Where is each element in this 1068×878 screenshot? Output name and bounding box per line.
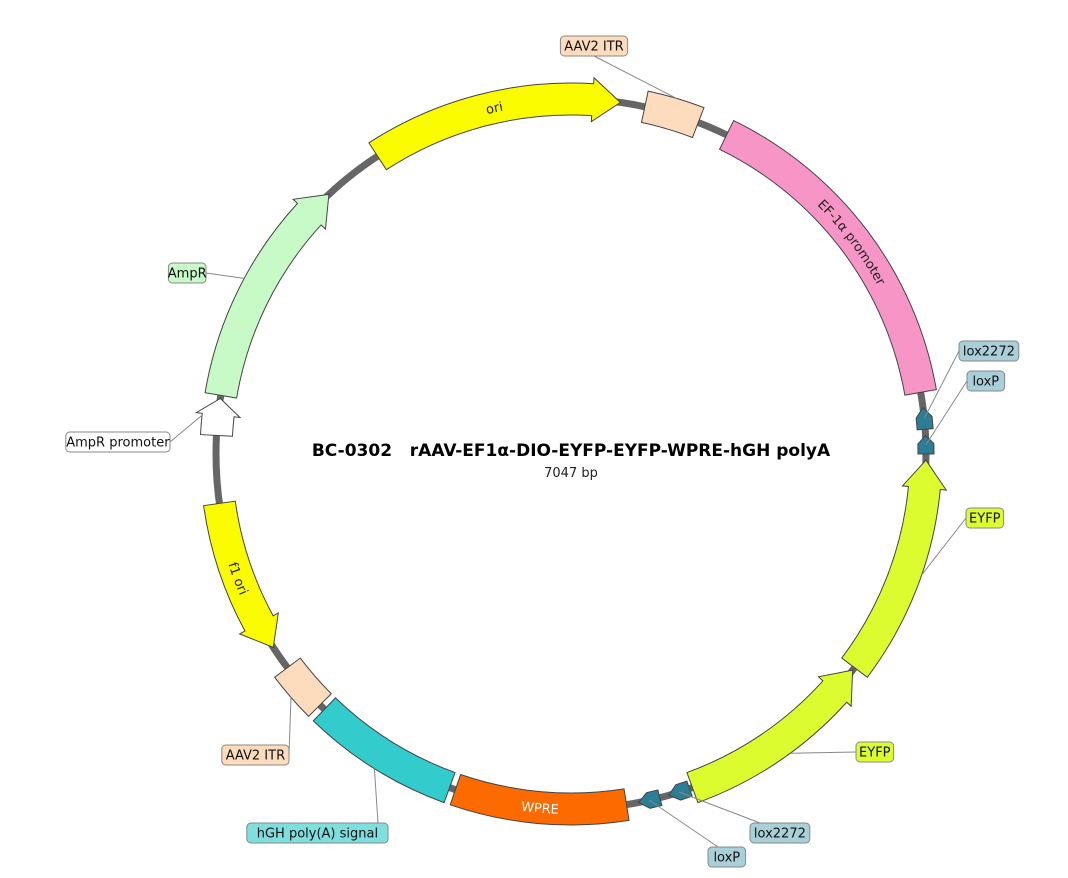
feature-ampr[interactable] xyxy=(204,193,330,399)
label-text-hgh-polya: hGH poly(A) signal xyxy=(257,827,378,842)
label-box-eyfp-right[interactable] xyxy=(965,507,1005,529)
feature-label-aav2-itr-bottom[interactable]: AAV2 ITR xyxy=(221,744,290,766)
feature-label-ampr[interactable]: AmpR xyxy=(167,262,207,284)
label-box-lox2272-right[interactable] xyxy=(958,340,1020,362)
feature-shape-aav2-itr-bottom[interactable] xyxy=(274,657,332,718)
leader-line-ampr-promoter xyxy=(169,414,203,443)
feature-shape-ampr-promoter[interactable] xyxy=(194,397,242,437)
plasmid-title: BC-0302 rAAV-EF1α-DIO-EYFP-EYFP-WPRE-hGH… xyxy=(312,441,831,461)
label-text-lox2272-bottom: lox2272 xyxy=(754,827,806,842)
feature-shape-eyfp-lower[interactable] xyxy=(686,669,854,804)
feature-shape-ef1a-promoter[interactable] xyxy=(718,119,937,396)
label-text-loxp-bottom: loxP xyxy=(713,851,740,866)
label-text-ampr-promoter: AmpR promoter xyxy=(66,436,170,451)
label-box-loxp-right[interactable] xyxy=(966,370,1006,392)
leader-line-aav2-itr-top xyxy=(593,55,677,99)
label-text-eyfp-lower: EYFP xyxy=(859,746,891,761)
feature-shape-lox2272-right[interactable] xyxy=(915,406,934,431)
feature-label-loxp-right[interactable]: loxP xyxy=(966,370,1006,392)
feature-lox2272-bottom[interactable] xyxy=(668,780,693,801)
feature-shape-ori[interactable] xyxy=(368,76,622,171)
feature-shape-hgh-polya[interactable] xyxy=(312,697,456,804)
feature-eyfp-right[interactable] xyxy=(841,459,948,678)
feature-aav2-itr-bottom[interactable] xyxy=(274,657,332,718)
labels-layer: AAV2 ITR lox2272 loxP EYFP EYFP lox2272 loxP hG… xyxy=(65,35,1020,868)
label-box-hgh-polya[interactable] xyxy=(246,822,389,844)
label-box-ampr-promoter[interactable] xyxy=(65,431,171,453)
label-text-aav2-itr-top: AAV2 ITR xyxy=(564,40,623,55)
label-box-loxp-bottom[interactable] xyxy=(707,846,747,868)
feature-label-lox2272-bottom[interactable]: lox2272 xyxy=(749,822,811,844)
feature-shape-ampr[interactable] xyxy=(204,193,330,399)
feature-wpre[interactable]: WPRE xyxy=(449,773,630,826)
feature-shape-loxp-bottom[interactable] xyxy=(637,789,663,809)
feature-ef1a-promoter[interactable]: EF-1α promoter xyxy=(718,119,937,396)
label-text-loxp-right: loxP xyxy=(972,375,999,390)
label-box-aav2-itr-top[interactable] xyxy=(559,35,629,57)
feature-shape-lox2272-bottom[interactable] xyxy=(668,780,693,801)
leader-line-eyfp-right xyxy=(921,517,967,576)
leader-line-eyfp-lower xyxy=(790,751,857,754)
leader-line-ampr xyxy=(205,272,245,279)
feature-aav2-itr-top[interactable] xyxy=(640,90,705,139)
feature-label-hgh-polya[interactable]: hGH poly(A) signal xyxy=(246,822,389,844)
feature-label-eyfp-lower[interactable]: EYFP xyxy=(855,741,895,763)
label-text-lox2272-right: lox2272 xyxy=(963,345,1015,360)
leader-line-lox2272-right xyxy=(923,350,960,419)
label-box-ampr[interactable] xyxy=(167,262,207,284)
feature-lox2272-right[interactable] xyxy=(915,406,934,431)
feature-label-lox2272-right[interactable]: lox2272 xyxy=(958,340,1020,362)
leader-line-hgh-polya xyxy=(373,768,379,824)
label-box-lox2272-bottom[interactable] xyxy=(749,822,811,844)
feature-f1-ori[interactable]: f1 ori xyxy=(203,500,279,650)
leader-line-loxp-right xyxy=(925,380,968,445)
leader-line-aav2-itr-bottom xyxy=(288,697,292,756)
feature-hgh-polya[interactable] xyxy=(312,697,456,804)
feature-label-wpre: WPRE xyxy=(520,800,559,818)
feature-shape-aav2-itr-top[interactable] xyxy=(640,90,705,139)
feature-label-aav2-itr-top[interactable]: AAV2 ITR xyxy=(559,35,629,57)
feature-label-loxp-bottom[interactable]: loxP xyxy=(707,846,747,868)
label-box-eyfp-lower[interactable] xyxy=(855,741,895,763)
leader-line-lox2272-bottom xyxy=(679,791,761,824)
feature-shape-wpre[interactable] xyxy=(449,773,630,826)
label-text-ampr: AmpR xyxy=(168,267,207,282)
feature-ori[interactable]: ori xyxy=(368,76,622,171)
label-box-aav2-itr-bottom[interactable] xyxy=(221,744,290,766)
feature-ampr-promoter[interactable] xyxy=(194,397,242,437)
feature-eyfp-lower[interactable] xyxy=(686,669,854,804)
label-text-eyfp-right: EYFP xyxy=(969,512,1001,527)
plasmid-length: 7047 bp xyxy=(544,466,598,481)
feature-shape-eyfp-right[interactable] xyxy=(841,459,948,678)
leader-line-loxp-bottom xyxy=(649,799,719,848)
feature-shape-f1-ori[interactable] xyxy=(203,500,279,649)
label-text-aav2-itr-bottom: AAV2 ITR xyxy=(226,749,285,764)
feature-label-eyfp-right[interactable]: EYFP xyxy=(965,507,1005,529)
feature-label-ori: ori xyxy=(484,100,504,118)
feature-loxp-bottom[interactable] xyxy=(637,789,663,809)
feature-label-ampr-promoter[interactable]: AmpR promoter xyxy=(65,431,171,453)
